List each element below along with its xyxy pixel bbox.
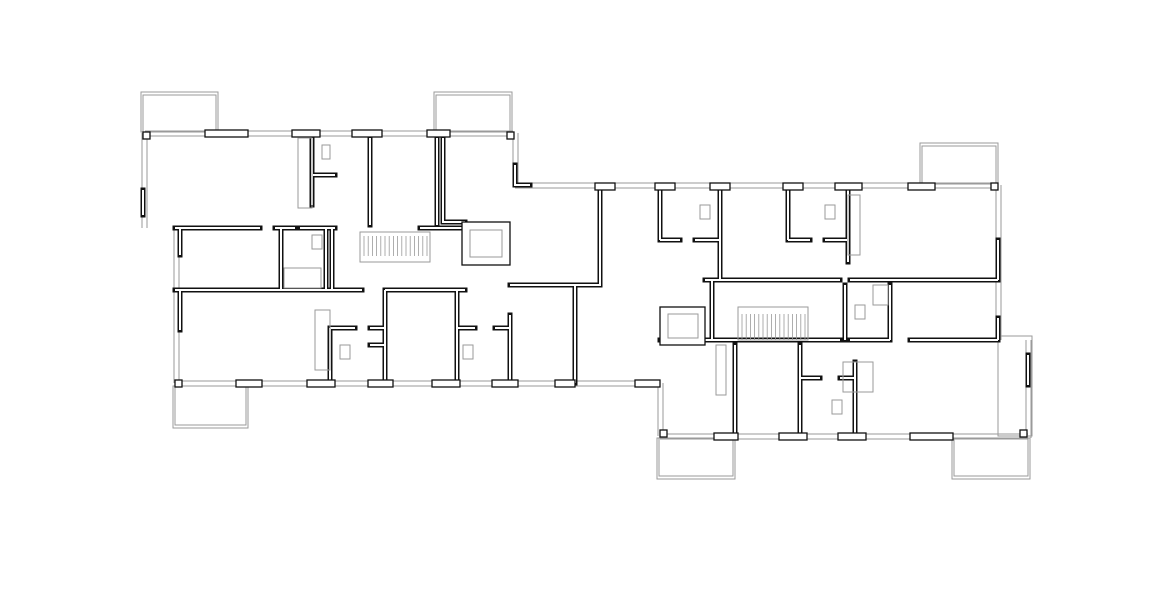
walls xyxy=(140,135,1031,439)
elevator-shafts xyxy=(461,221,706,346)
fixtures xyxy=(283,137,889,415)
piers xyxy=(142,129,1028,441)
stairs xyxy=(359,231,809,341)
